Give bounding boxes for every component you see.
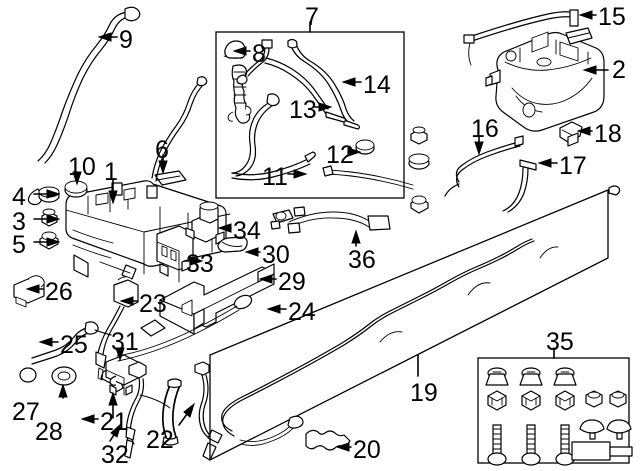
callout-15: 15 (598, 3, 626, 31)
grommet-right-art (408, 153, 430, 170)
crossmember-bracket-art (140, 263, 275, 337)
callout-10: 10 (68, 153, 96, 181)
callout-27: 27 (12, 398, 40, 426)
callout-34: 34 (233, 217, 261, 245)
callout-13: 13 (289, 96, 317, 124)
callout-5: 5 (12, 231, 26, 259)
hose-clamp-art (355, 139, 375, 155)
fuel-line-panel-art (209, 185, 621, 462)
flange-nut-right-art (410, 195, 429, 214)
fuel-tank-shell-art (485, 31, 605, 132)
callout-4: 4 (12, 183, 26, 211)
callout-8: 8 (252, 40, 266, 68)
callout-16: 16 (471, 115, 499, 143)
callout-26: 26 (45, 278, 73, 306)
callout-19: 19 (410, 379, 438, 407)
insulator-pad-art (217, 236, 248, 253)
callout-31: 31 (111, 328, 139, 356)
corrugated-hose-art (227, 64, 252, 124)
callout-3: 3 (12, 208, 26, 236)
hardware-row-nuts (487, 390, 627, 411)
mounting-bracket-art (559, 121, 583, 147)
callout-1: 1 (104, 158, 118, 186)
callout-29: 29 (278, 268, 306, 296)
tank-cover-plate-art (565, 27, 593, 45)
oxygen-sensor-front-art (124, 361, 147, 459)
callout-14: 14 (363, 71, 391, 99)
oxygen-sensor-rear-art (194, 361, 223, 461)
sealing-washer-art (51, 366, 77, 386)
clip-line-art (502, 159, 537, 213)
callout-22: 22 (146, 426, 174, 454)
vent-line-art (463, 9, 579, 66)
valve-body-art (13, 275, 45, 308)
ground-cable-art (109, 294, 253, 386)
callout-20: 20 (353, 436, 381, 464)
lower-fuel-hose (231, 93, 316, 181)
callout-30: 30 (262, 241, 290, 269)
callout-25: 25 (60, 331, 88, 359)
callout-2: 2 (612, 56, 626, 84)
callout-36: 36 (348, 246, 376, 274)
callout-23: 23 (139, 290, 167, 318)
callout-24: 24 (288, 298, 316, 326)
callout-12: 12 (326, 141, 354, 169)
return-line-art (444, 135, 524, 197)
breather-hose-art (19, 321, 112, 383)
callout-11: 11 (262, 163, 288, 191)
hardware-row-bolts (487, 419, 633, 466)
callout-21: 21 (100, 408, 128, 436)
callout-7: 7 (305, 3, 319, 31)
callout-28: 28 (35, 418, 63, 446)
hardware-row-grommets (485, 367, 577, 386)
callout-17: 17 (559, 152, 587, 180)
callout-9: 9 (119, 26, 133, 54)
seal-ring-art (64, 180, 88, 198)
callout-leaders (25, 10, 609, 452)
callout-32: 32 (101, 441, 129, 469)
wiring-harness-art (270, 206, 391, 234)
callout-35: 35 (546, 328, 574, 356)
lock-nut-right-art (410, 126, 428, 145)
access-cover-plate-art (154, 170, 187, 186)
callout-33: 33 (186, 250, 214, 278)
filler-neck-hose-art (161, 378, 182, 446)
callout-18: 18 (594, 120, 622, 148)
callout-6: 6 (155, 136, 169, 164)
